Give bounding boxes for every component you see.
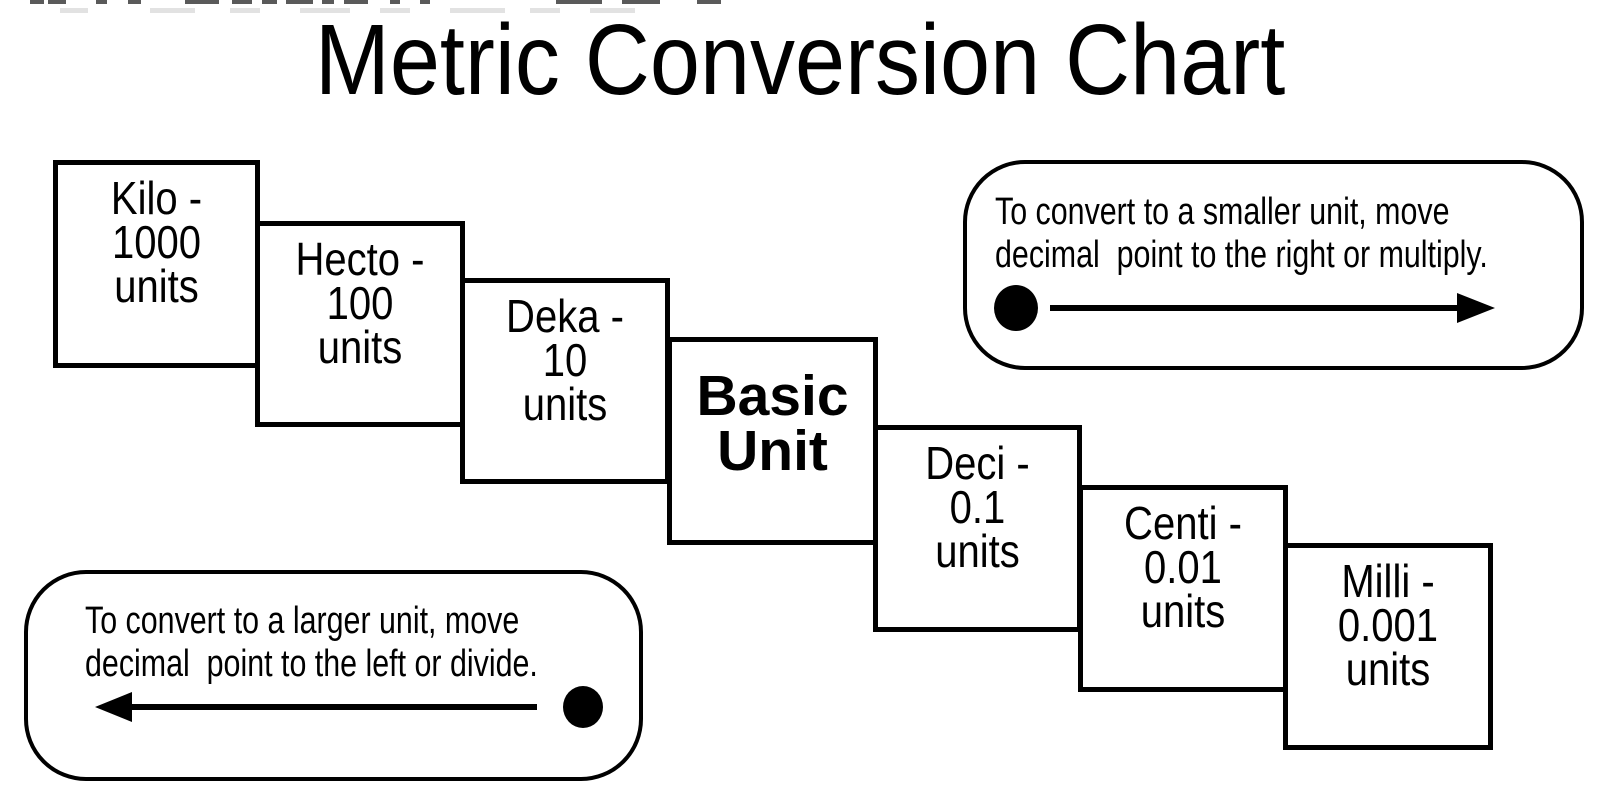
note-smaller-unit: To convert to a smaller unit, move decim… [963, 160, 1584, 370]
step-value: 1000 [111, 216, 202, 268]
note-line: To convert to a smaller unit, move [995, 191, 1450, 233]
step-box-deka: Deka - 10 units [460, 278, 670, 484]
arrow-head-left [95, 692, 132, 722]
step-label: Deci - [925, 437, 1030, 489]
note-larger-text: To convert to a larger unit, move decima… [85, 600, 538, 686]
step-label: Hecto - [295, 233, 425, 285]
step-unit: units [1345, 643, 1431, 695]
step-label-group: Kilo - 1000 units [71, 172, 242, 312]
note-line: decimal point to the left or divide. [85, 643, 538, 685]
step-box-centi: Centi - 0.01 units [1078, 485, 1288, 692]
note-line: To convert to a larger unit, move [85, 600, 520, 642]
step-label-group: Deci - 0.1 units [891, 437, 1064, 577]
step-label-group: Centi - 0.01 units [1096, 497, 1270, 637]
step-unit: units [114, 260, 199, 312]
step-unit: units [1140, 585, 1226, 637]
decimal-point-dot [563, 686, 603, 728]
page-title-text: Metric Conversion Chart [314, 4, 1286, 116]
note-larger-unit: To convert to a larger unit, move decima… [24, 570, 643, 781]
step-unit: units [935, 525, 1020, 577]
decimal-point-dot [994, 285, 1038, 331]
step-unit: units [522, 378, 608, 430]
note-line: decimal point to the right or multiply. [995, 234, 1488, 276]
step-label-group: Basic Unit [672, 364, 873, 483]
left-arrow-graphic [95, 686, 603, 728]
step-value: Unit [717, 419, 828, 483]
step-label: Basic [696, 364, 849, 428]
note-smaller-text: To convert to a smaller unit, move decim… [995, 191, 1488, 277]
step-value: 0.001 [1337, 599, 1439, 651]
step-value: 0.01 [1144, 541, 1222, 593]
step-label: Centi - [1124, 497, 1242, 549]
step-label-group: Milli - 0.001 units [1301, 555, 1475, 695]
step-label-group: Deka - 10 units [478, 290, 652, 430]
right-arrow-graphic [994, 285, 1495, 331]
step-label: Kilo - [110, 172, 203, 224]
step-label: Deka - [506, 290, 624, 342]
step-value: 0.1 [949, 481, 1006, 533]
arrow-head-right [1457, 293, 1495, 323]
step-value: 100 [326, 277, 394, 329]
step-box-milli: Milli - 0.001 units [1283, 543, 1493, 750]
step-box-basic-unit: Basic Unit [667, 337, 878, 545]
page-title: Metric Conversion Chart [0, 8, 1600, 112]
step-box-deci: Deci - 0.1 units [873, 425, 1082, 632]
step-value: 10 [542, 334, 588, 386]
step-unit: units [317, 321, 403, 373]
step-box-hecto: Hecto - 100 units [255, 221, 465, 427]
step-label-group: Hecto - 100 units [273, 233, 447, 373]
step-label: Milli - [1341, 555, 1435, 607]
step-box-kilo: Kilo - 1000 units [53, 160, 260, 368]
